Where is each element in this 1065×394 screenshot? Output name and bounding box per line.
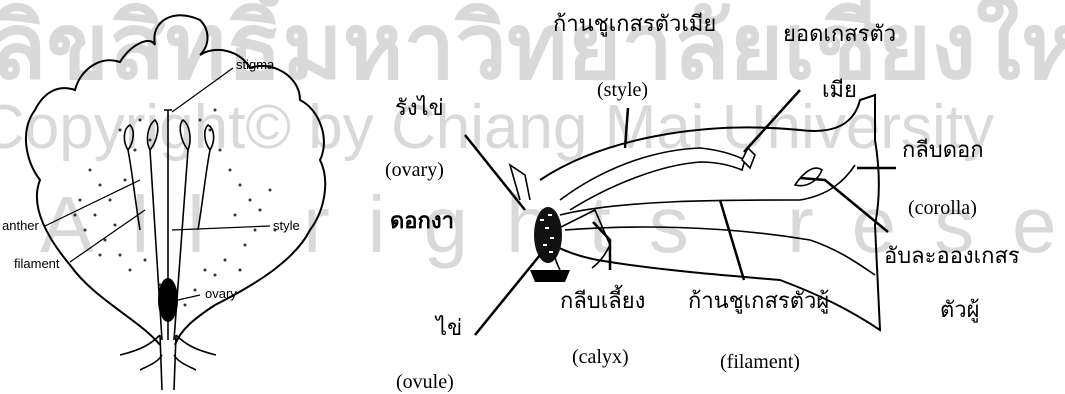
label-calyx-th: กลีบเลี้ยง (560, 291, 645, 313)
label-anther-th-1: อับละอองเกสร (884, 246, 1020, 268)
label-filament-en: (filament) (720, 352, 800, 372)
receptacle (530, 270, 570, 282)
label-filament-th: ก้านชูเกสรตัวผู้ (688, 291, 829, 313)
right-leader-lines (465, 90, 896, 335)
label-ovule-th: ไข่ (436, 318, 462, 340)
anther-shape (795, 168, 822, 186)
calyx-shape-right (510, 165, 610, 270)
label-stigma-th-2: เมีย (822, 80, 857, 102)
label-stigma-th-1: ยอดเกสรตัว (783, 24, 896, 46)
label-corolla-en: (corolla) (908, 198, 977, 218)
label-ovary-th: รังไข่ (395, 98, 444, 120)
label-corolla-th: กลีบดอก (902, 140, 984, 162)
label-style-en: (style) (597, 80, 648, 100)
flower-name: ดอกงา (390, 210, 454, 232)
label-ovule-en: (ovule) (396, 372, 454, 392)
label-ovary-en: (ovary) (385, 160, 444, 180)
label-anther-th-2: ตัวผู้ (940, 300, 980, 322)
label-style-th: ก้านชูเกสรตัวเมีย (553, 14, 716, 36)
label-calyx-en: (calyx) (572, 347, 629, 367)
